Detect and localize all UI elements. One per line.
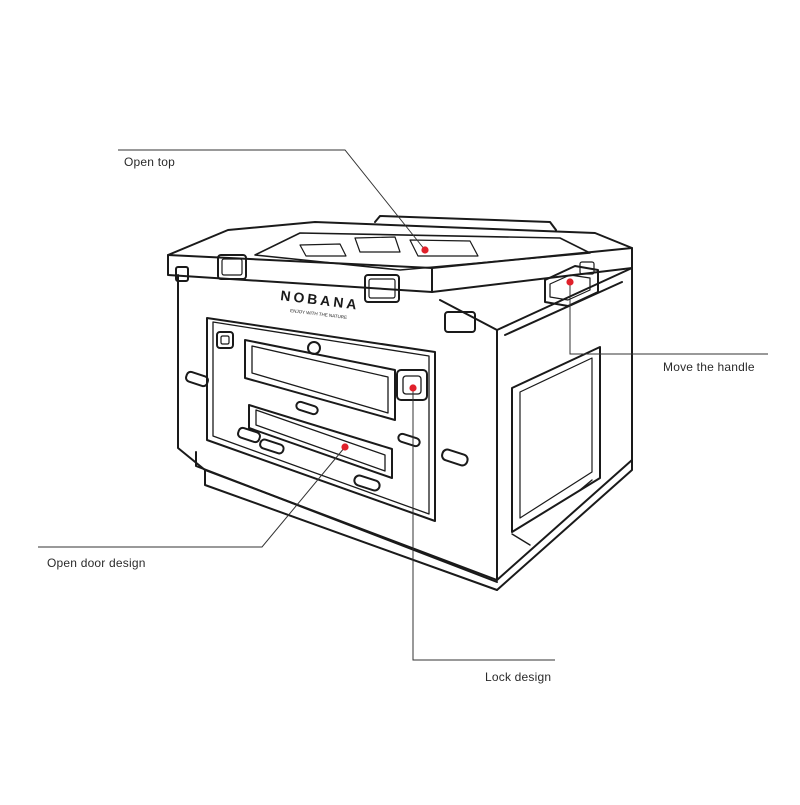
side-handle [444, 261, 599, 333]
box-body [177, 267, 633, 591]
lid [167, 215, 633, 293]
front-door [206, 317, 436, 522]
marker-move-handle [566, 278, 574, 286]
leader-lines [38, 149, 768, 661]
marker-open-top [421, 246, 429, 254]
callout-markers [341, 246, 574, 451]
label-open-door: Open door design [47, 556, 146, 570]
lid-clips [175, 254, 400, 303]
leader-move-handle [569, 282, 768, 355]
label-lock-design: Lock design [485, 670, 552, 684]
marker-open-door [341, 443, 349, 451]
leader-open-door [38, 446, 346, 548]
label-open-top: Open top [124, 155, 175, 169]
leader-open-top [118, 149, 426, 251]
brand-mark: NOBANA ENJOY WITH THE NATURE [280, 287, 361, 320]
marker-lock [409, 384, 417, 392]
label-move-handle: Move the handle [663, 360, 755, 374]
leader-lock [412, 388, 555, 661]
door-lock [396, 369, 428, 401]
brand-tagline: ENJOY WITH THE NATURE [290, 308, 347, 320]
